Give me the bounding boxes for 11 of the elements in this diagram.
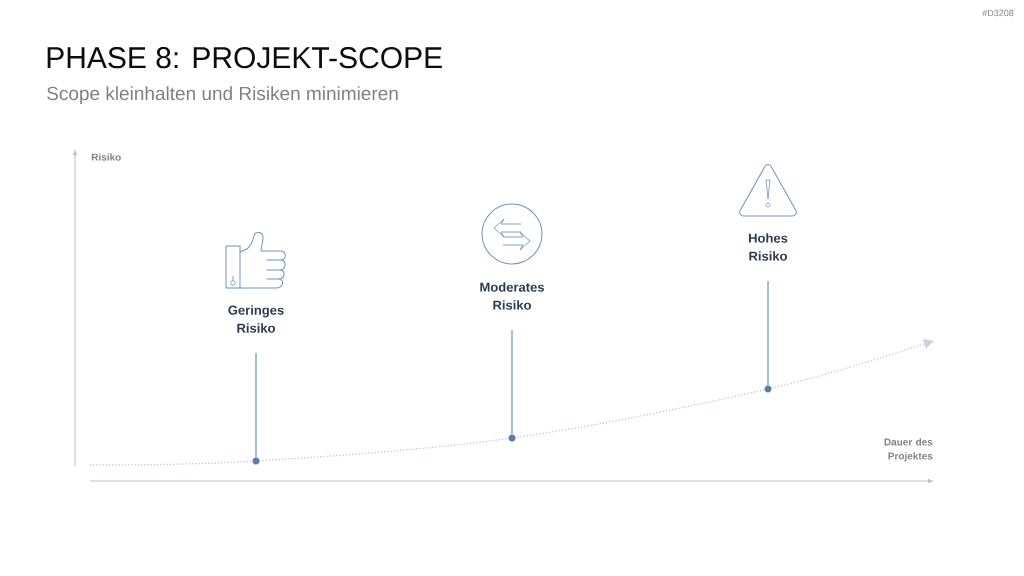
axis-label: Dauer des Projektes [884, 438, 933, 462]
document-id: #D3208 [982, 9, 1014, 17]
risk-label: Hohes Risiko [749, 233, 788, 261]
axis-label: Risiko [91, 153, 121, 161]
risk-label: Moderates Risiko [480, 282, 544, 310]
leader-line [511, 329, 513, 435]
leader-line [255, 352, 257, 458]
risk-label: Geringes Risiko [228, 305, 284, 333]
subtitle: Scope kleinhalten und Risiken minimieren [47, 86, 398, 104]
title: PHASE 8: PROJEKT-SCOPE [47, 47, 442, 69]
leader-line [767, 280, 769, 386]
